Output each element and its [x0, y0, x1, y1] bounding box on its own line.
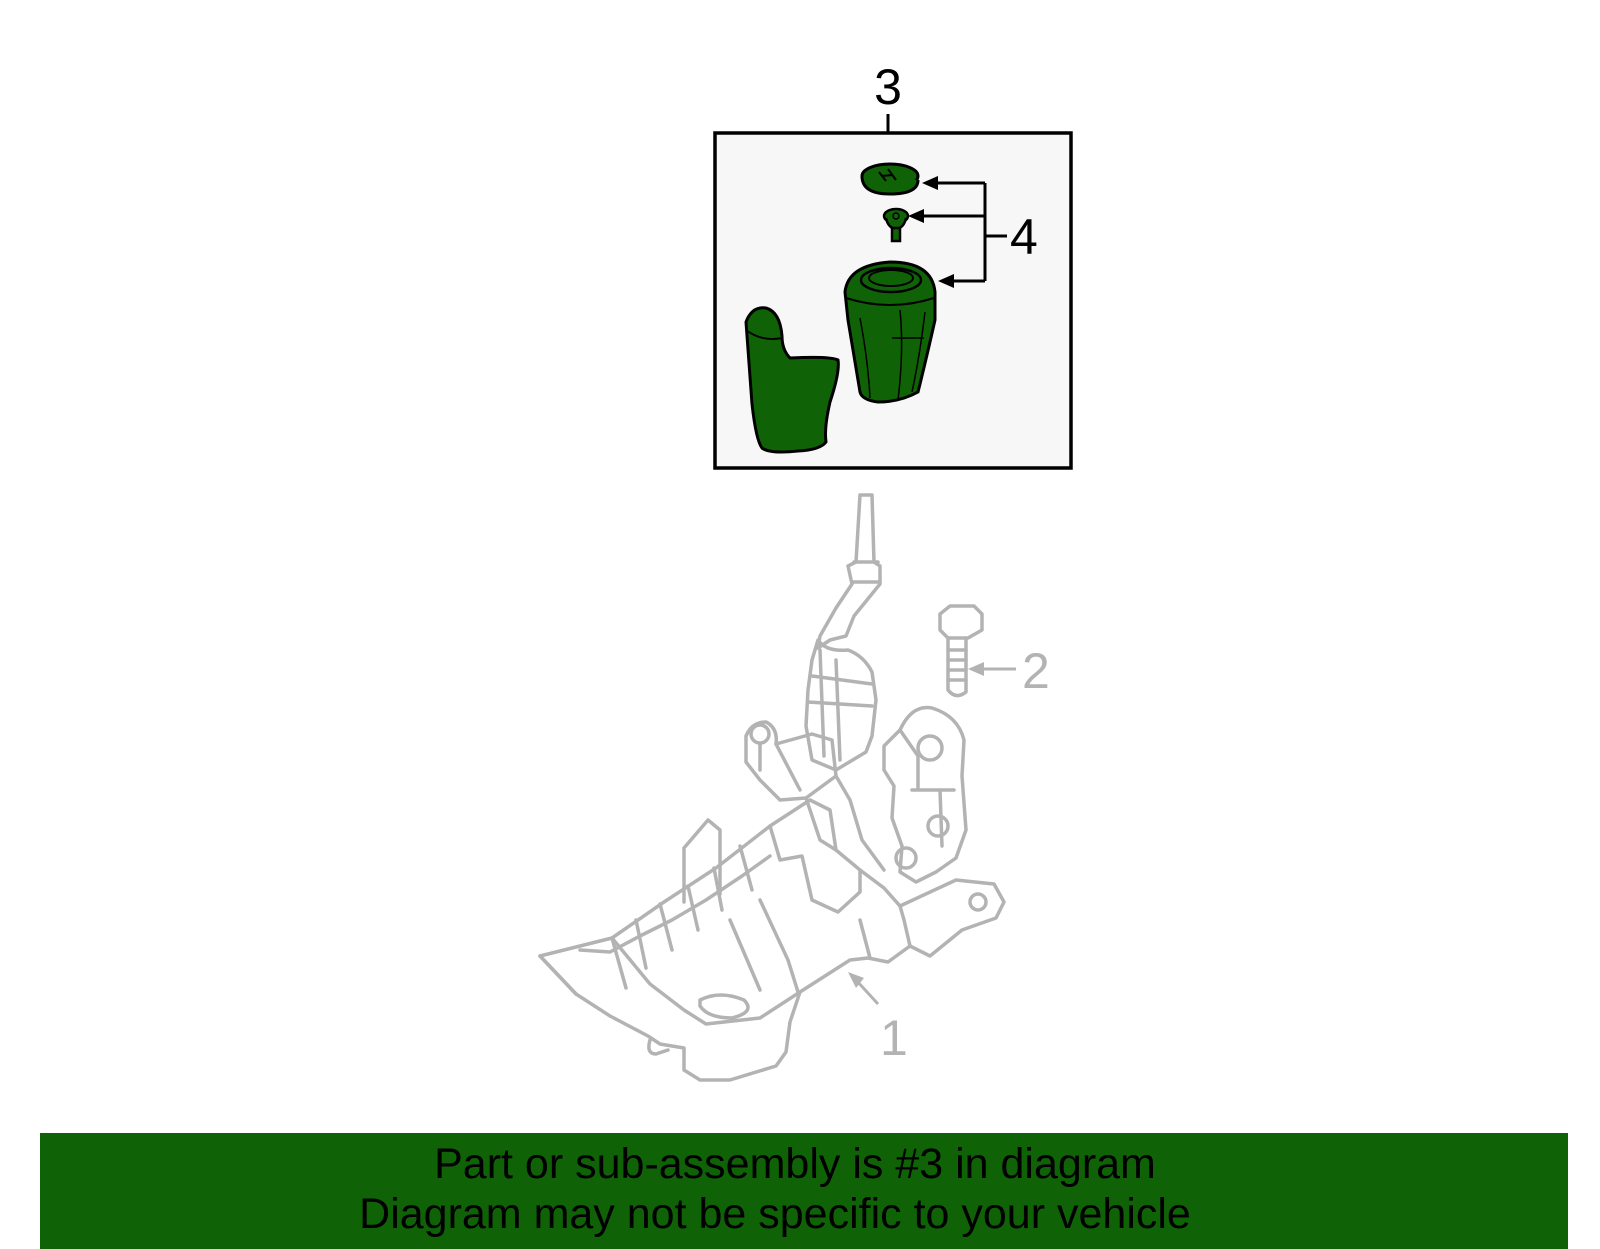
knob-screw-part: [882, 207, 910, 243]
shift-boot-part: [744, 306, 840, 454]
notice-line-part-reference: Part or sub-assembly is #3 in diagram: [434, 1140, 1156, 1188]
shift-knob-part: [843, 260, 937, 404]
callout-1-arrow: [848, 972, 880, 1006]
diagram-notice-banner: Part or sub-assembly is #3 in diagram Di…: [40, 1133, 1568, 1249]
notice-line-vehicle-disclaimer: Diagram may not be specific to your vehi…: [359, 1190, 1191, 1238]
knob-cap-part: [860, 162, 920, 196]
callout-2-arrow: [968, 662, 1016, 676]
callout-3: 3: [874, 59, 902, 115]
callout-4: 4: [1010, 209, 1038, 265]
shifter-assembly-ghost: [538, 493, 1006, 1082]
callout-4-bracket: [908, 176, 1007, 288]
callout-2: 2: [1022, 643, 1050, 699]
callout-1: 1: [880, 1010, 908, 1066]
